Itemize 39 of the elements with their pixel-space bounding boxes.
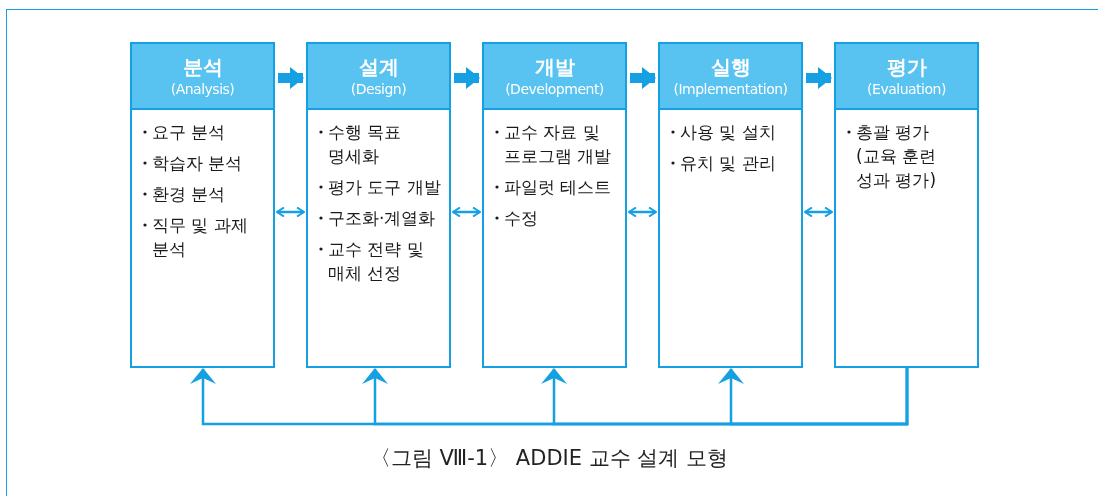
phase-subtitle: (Design) [350, 80, 407, 98]
bullet-text: 사용 및 설치 [680, 122, 776, 142]
double-arrow [276, 206, 305, 218]
bullet-text: 교수 전략 및 매체 선정 [328, 239, 424, 283]
arrow [806, 67, 832, 89]
phase-box [306, 42, 451, 368]
bullet-text: 유치 및 관리 [680, 153, 776, 173]
double-arrow [628, 206, 657, 218]
phase-subtitle: (Implementation) [673, 80, 788, 98]
phase-box [658, 42, 803, 368]
phase-title: 실행 [710, 54, 751, 80]
bullet-text: 총괄 평가 (교육 훈련 성과 평가) [856, 122, 937, 190]
phase-subtitle: (Analysis) [170, 80, 235, 98]
phase-title: 분석 [182, 54, 223, 80]
bullet-text: 직무 및 과제 분석 [152, 215, 248, 259]
phase-subtitle: (Evaluation) [867, 80, 946, 98]
phase-box [834, 42, 979, 368]
arrow [630, 67, 656, 89]
feedback-arrow [718, 368, 909, 426]
bullet-text: 구조화·계열화 [328, 208, 436, 228]
double-arrow [452, 206, 481, 218]
bullet-text: 수행 목표 명세화 [328, 122, 402, 166]
double-arrow [804, 206, 833, 218]
bullet-text: 학습자 분석 [152, 153, 243, 173]
bullet-text: 파일럿 테스트 [504, 177, 612, 197]
phase-box [482, 42, 627, 368]
phase-title: 개발 [534, 54, 575, 80]
bullet-text: 평가 도구 개발 [328, 177, 441, 197]
bullet-text: 수정 [504, 208, 538, 228]
phase-box [130, 42, 275, 368]
bullet-text: 교수 자료 및 프로그램 개발 [504, 122, 612, 166]
phase-title: 설계 [358, 54, 399, 80]
arrow [454, 67, 480, 89]
bullet-text: 요구 분석 [152, 122, 226, 142]
phase-title: 평가 [886, 54, 927, 80]
figure-caption: 〈그림 Ⅷ-1〉 ADDIE 교수 설계 모형 [368, 445, 730, 472]
arrow [278, 67, 304, 89]
phase-subtitle: (Development) [505, 80, 604, 98]
bullet-text: 환경 분석 [152, 184, 226, 204]
